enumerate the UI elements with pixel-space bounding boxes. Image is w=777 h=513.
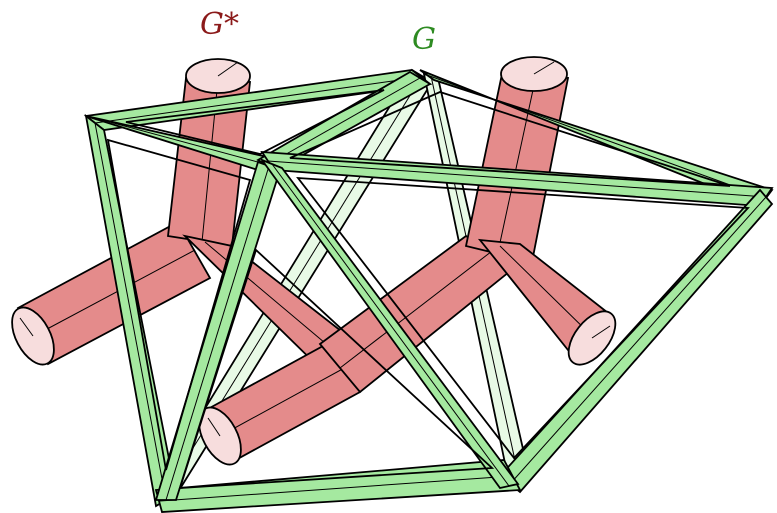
graph-label: G xyxy=(412,22,436,57)
edge-bottom xyxy=(154,459,522,513)
face-bottom-inner xyxy=(178,248,495,489)
graph-face-outlines xyxy=(106,89,750,489)
face-right-inner xyxy=(296,176,750,460)
dual-graph-label: G* xyxy=(200,7,239,42)
face-top-right-inner xyxy=(289,91,731,187)
face-left-inner xyxy=(106,138,252,471)
face-top-left-inner xyxy=(125,89,385,155)
